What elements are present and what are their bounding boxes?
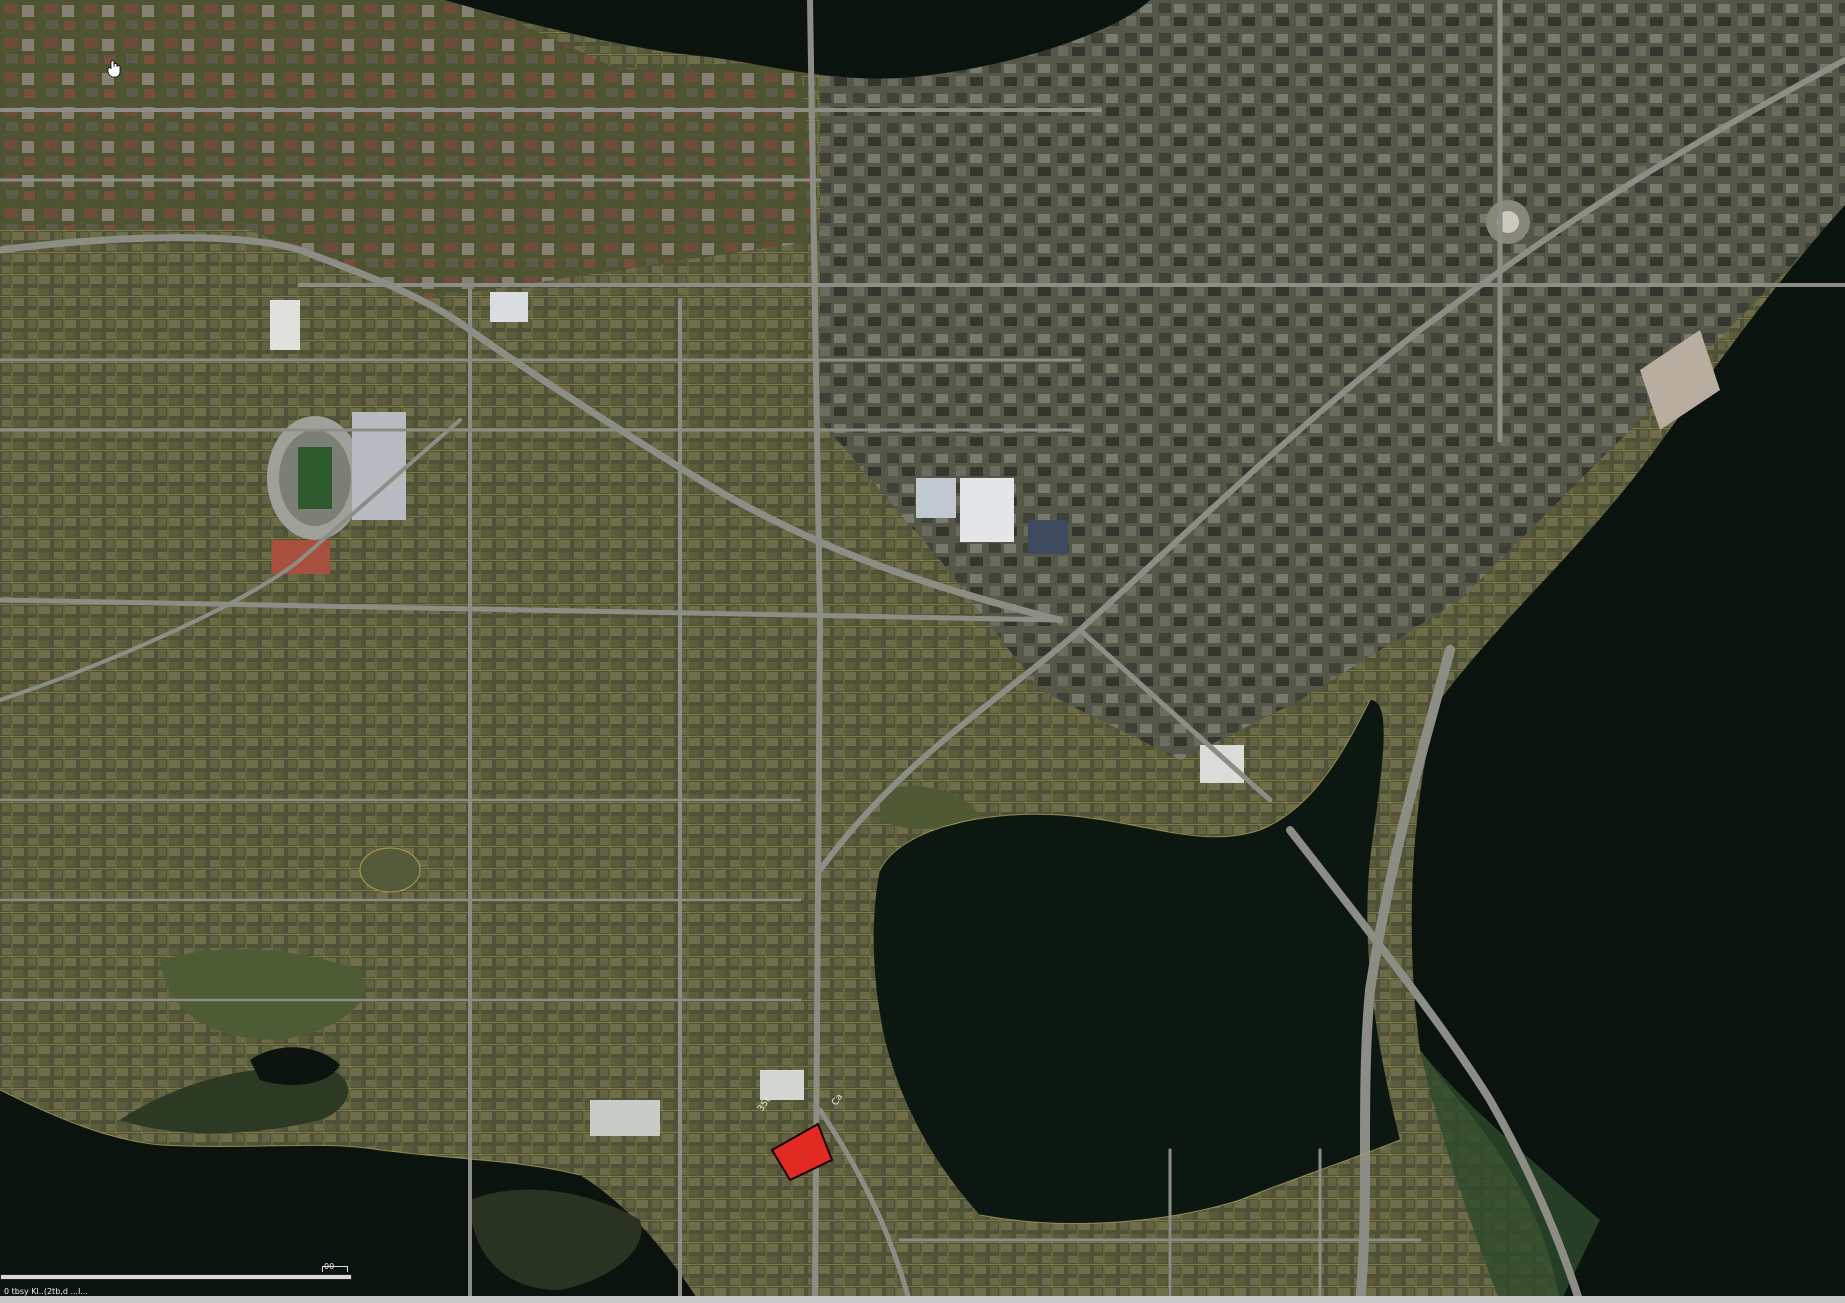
scale-bar-tick: [322, 1266, 348, 1272]
downtown-area: [820, 0, 1845, 760]
building-roof: [760, 1070, 804, 1100]
stadium-field: [298, 447, 332, 509]
lake-east: [1411, 205, 1845, 1303]
park-oval: [359, 847, 421, 893]
building-roof: [1200, 745, 1244, 783]
scale-bar: [0, 1274, 352, 1280]
lake-north: [445, 0, 1150, 79]
field-house-roof: [352, 412, 406, 520]
building-roof: [270, 300, 300, 350]
terrace-roof: [1640, 330, 1720, 430]
scale-bar-max-label: 00: [324, 1262, 335, 1271]
building-roof: [490, 292, 528, 322]
convention-roof: [960, 478, 1014, 542]
island-park: [470, 1189, 642, 1290]
bottom-status-strip: [0, 1296, 1845, 1303]
campus-area: [0, 0, 820, 300]
hand-cursor-icon: [107, 60, 121, 78]
scale-bar-caption: 0 tbsy Kl..(2tb,d ...l...: [4, 1287, 88, 1296]
parcel-boundaries: [0, 699, 1401, 1224]
highlighted-parcel[interactable]: [770, 1122, 834, 1182]
waterfront-park: [880, 786, 980, 830]
arboretum-park: [160, 949, 366, 1040]
building-roof: [1028, 520, 1068, 554]
bay-central: [873, 700, 1400, 1224]
building-roof: [916, 478, 956, 518]
lagoon: [250, 1047, 340, 1085]
building-roof: [590, 1100, 660, 1136]
